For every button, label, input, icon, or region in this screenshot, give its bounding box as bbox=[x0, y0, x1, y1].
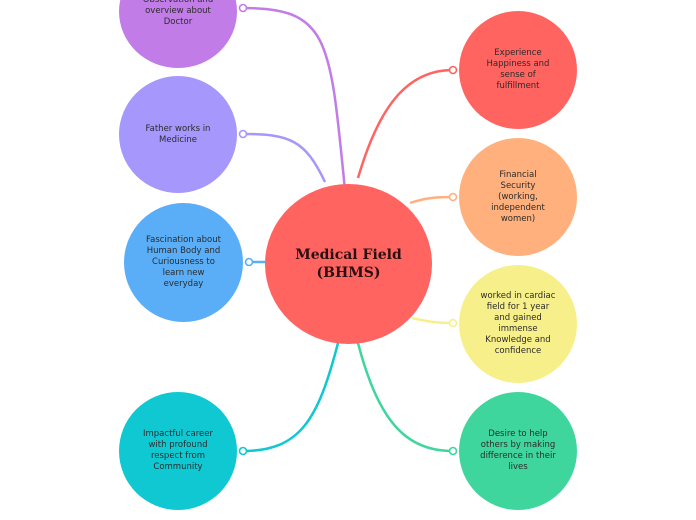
connector-dot-impact[interactable] bbox=[238, 446, 248, 456]
connector-dot-doctor[interactable] bbox=[238, 3, 248, 13]
connector-cardiac bbox=[411, 316, 454, 325]
subtopic-impactful-career[interactable]: Impactful career with profound respect f… bbox=[119, 392, 237, 510]
subtopic-label: Experience Happiness and sense of fulfil… bbox=[486, 48, 550, 91]
connector-dot-help[interactable] bbox=[448, 446, 458, 456]
subtopic-cardiac-experience[interactable]: worked in cardiac field for 1 year and g… bbox=[459, 265, 577, 383]
connector-dot-security[interactable] bbox=[448, 192, 458, 202]
connector-security bbox=[409, 195, 454, 205]
connector-dot-father[interactable] bbox=[238, 129, 248, 139]
subtopic-label: Financial Security (working, independent… bbox=[491, 169, 545, 224]
connector-dot-cardiac[interactable] bbox=[448, 318, 458, 328]
central-topic-label: Medical Field (BHMS) bbox=[295, 247, 402, 281]
subtopic-desire-to-help[interactable]: Desire to help others by making differen… bbox=[459, 392, 577, 510]
subtopic-father-medicine[interactable]: Father works in Medicine bbox=[119, 76, 237, 193]
subtopic-label: Desire to help others by making differen… bbox=[480, 429, 556, 472]
central-topic[interactable]: Medical Field (BHMS) bbox=[265, 184, 432, 344]
connector-dot-fascination[interactable] bbox=[244, 257, 254, 267]
subtopic-label: Father works in Medicine bbox=[145, 123, 211, 145]
subtopic-label: Fascination about Human Body and Curious… bbox=[146, 235, 221, 289]
subtopic-financial-security[interactable]: Financial Security (working, independent… bbox=[459, 138, 577, 256]
connector-happiness bbox=[356, 68, 454, 179]
subtopic-label: Impactful career with profound respect f… bbox=[143, 429, 213, 472]
connector-father bbox=[242, 132, 327, 183]
connector-dot-happiness[interactable] bbox=[448, 65, 458, 75]
connector-impact bbox=[242, 342, 340, 453]
subtopic-label: worked in cardiac field for 1 year and g… bbox=[480, 291, 556, 356]
subtopic-label: Observation and overview about Doctor bbox=[142, 0, 214, 27]
connector-doctor bbox=[242, 6, 347, 191]
connector-help bbox=[356, 342, 454, 453]
subtopic-fascination[interactable]: Fascination about Human Body and Curious… bbox=[124, 203, 243, 322]
subtopic-happiness[interactable]: Experience Happiness and sense of fulfil… bbox=[459, 11, 577, 129]
